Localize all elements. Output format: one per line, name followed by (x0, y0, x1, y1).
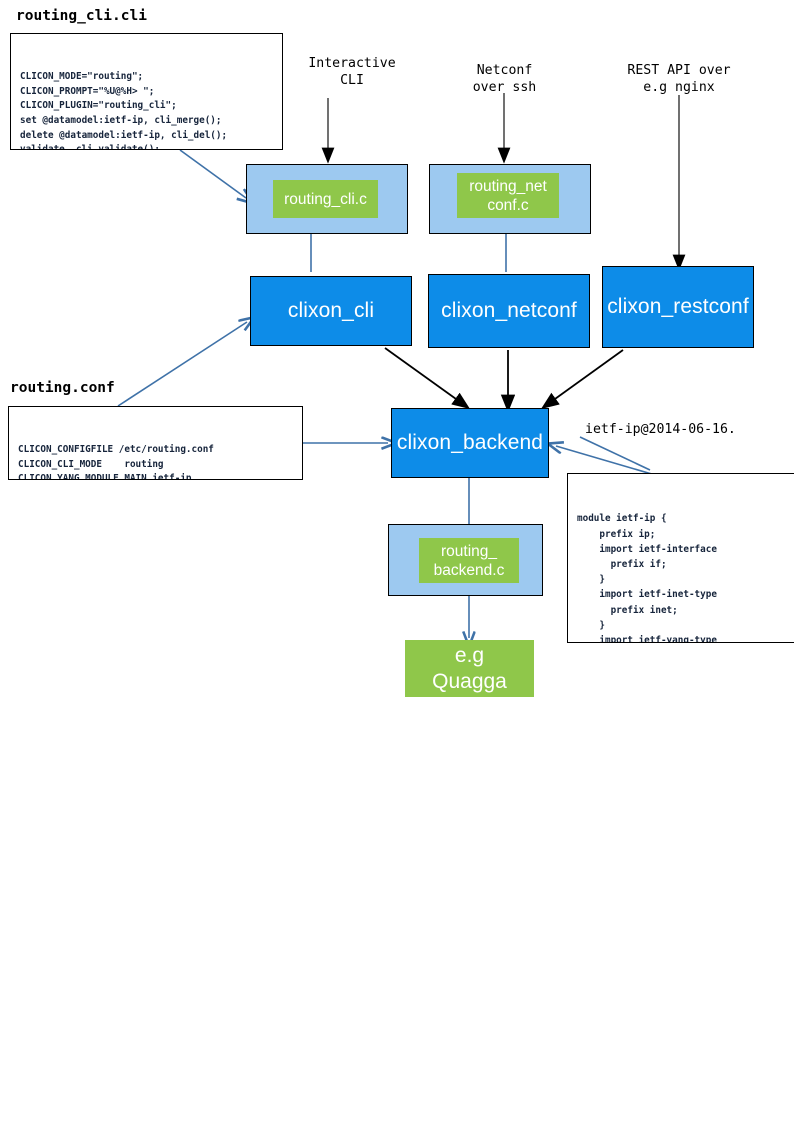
code-block-ietf-ip-yang: module ietf-ip { prefix ip; import ietf-… (567, 473, 794, 643)
caption-routing-conf-file: routing.conf (10, 380, 115, 396)
arrow-routing-conf-to-clixon-cli (117, 322, 247, 407)
arrow-clixon-restconf-to-backend (540, 349, 624, 410)
node-routing-backend-c[interactable]: routing_ backend.c (419, 538, 519, 583)
node-clixon-backend[interactable]: clixon_backend (391, 408, 549, 478)
annotation-rest-api: REST API over e.g nginx (627, 63, 731, 95)
annotation-netconf-over-ssh: Netconf over ssh (472, 63, 537, 95)
node-clixon-cli[interactable]: clixon_cli (250, 276, 412, 346)
node-clixon-netconf[interactable]: clixon_netconf (428, 274, 590, 348)
code-text-ietf-ip-yang: module ietf-ip { prefix ip; import ietf-… (577, 513, 717, 643)
code-text-routing-cli-cli: CLICON_MODE="routing"; CLICON_PROMPT="%U… (20, 71, 228, 150)
node-quagga[interactable]: e.g Quagga (405, 640, 534, 697)
node-clixon-restconf[interactable]: clixon_restconf (602, 266, 754, 348)
code-block-routing-conf: CLICON_CONFIGFILE /etc/routing.conf CLIC… (8, 406, 303, 480)
node-routing-cli-c[interactable]: routing_cli.c (273, 180, 378, 218)
annotation-interactive-cli: Interactive CLI (308, 56, 396, 88)
arrow-yang-file-caption-pointer (579, 436, 651, 471)
code-text-routing-conf: CLICON_CONFIGFILE /etc/routing.conf CLIC… (18, 444, 214, 480)
caption-yang-file: ietf-ip@2014-06-16. (585, 422, 736, 437)
node-routing-netconf-c[interactable]: routing_net conf.c (457, 173, 559, 218)
code-block-routing-cli-cli: CLICON_MODE="routing"; CLICON_PROMPT="%U… (10, 33, 283, 150)
caption-routing-cli-file: routing_cli.cli (16, 8, 147, 24)
arrow-clixon-cli-to-backend (384, 347, 471, 410)
arrow-cli-file-to-routing-cli-c (179, 149, 246, 198)
